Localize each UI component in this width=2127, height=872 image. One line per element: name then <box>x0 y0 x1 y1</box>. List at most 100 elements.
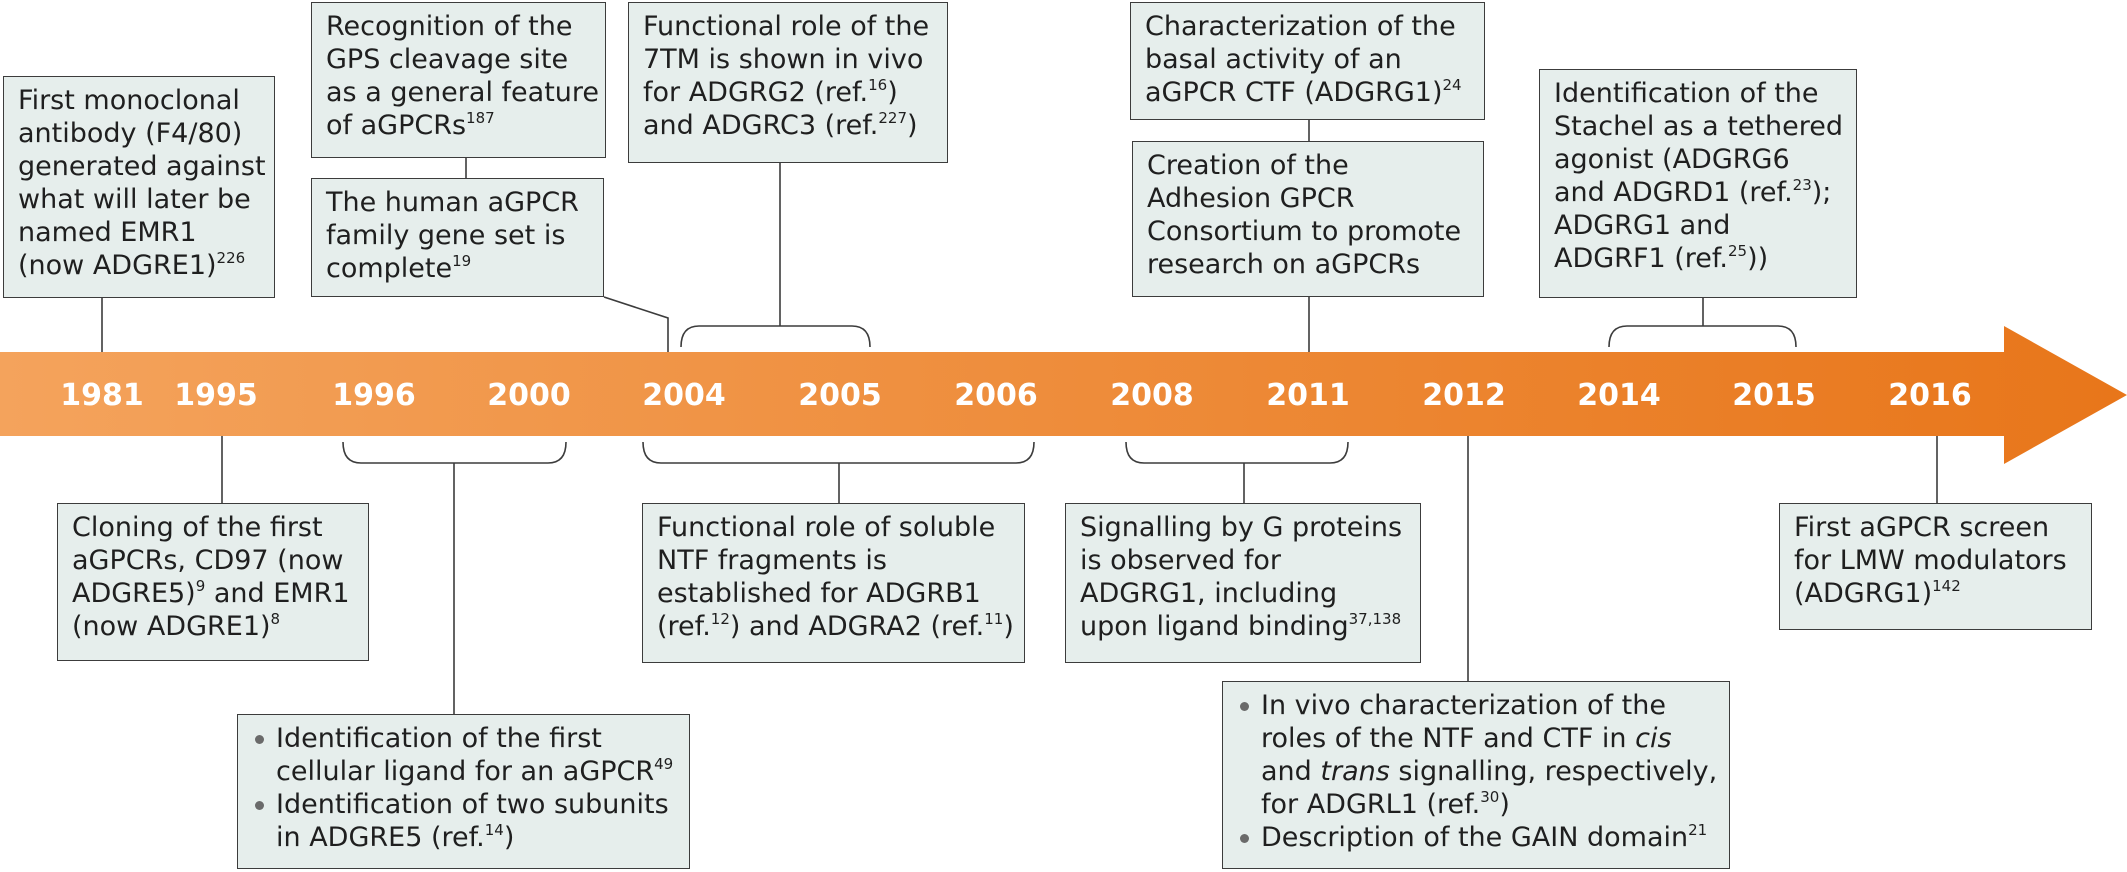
event-line: Functional role of the <box>643 10 935 43</box>
text-run: for ADGRG2 (ref. <box>643 77 869 108</box>
reference-superscript: 25 <box>1728 242 1748 260</box>
event-line: (now ADGRE1)226 <box>18 249 262 282</box>
event-line: 7TM is shown in vivo <box>643 43 935 76</box>
event-line: ADGRG1, including <box>1080 577 1408 610</box>
year-1996: 1996 <box>332 378 416 413</box>
event-line: Cloning of the first <box>72 511 356 544</box>
timeline-arrow <box>0 326 2127 464</box>
text-run: ) <box>887 77 898 108</box>
event-line: named EMR1 <box>18 216 262 249</box>
event-line: (ref.12) and ADGRA2 (ref.11) <box>657 610 1014 643</box>
text-run: (now ADGRE1) <box>18 250 217 281</box>
event-line: Identification of the first <box>276 722 677 755</box>
reference-superscript: 24 <box>1442 76 1462 94</box>
text-run: cis <box>1635 723 1672 754</box>
event-line: what will later be <box>18 183 262 216</box>
reference-superscript: 21 <box>1688 821 1708 839</box>
event-line: basal activity of an <box>1145 43 1472 76</box>
year-2011: 2011 <box>1266 378 1350 413</box>
event-line: established for ADGRB1 <box>657 577 1012 610</box>
event-line: generated against <box>18 150 266 183</box>
text-run: ); <box>1811 177 1832 208</box>
reference-superscript: 19 <box>452 252 472 270</box>
event-line: Identification of the <box>1554 77 1844 110</box>
year-2006: 2006 <box>954 378 1038 413</box>
text-run: upon ligand binding <box>1080 611 1349 642</box>
event-line: Creation of the <box>1147 149 1471 182</box>
text-run: aGPCRs, CD97 (now <box>72 545 344 576</box>
connector-gene-set <box>603 296 669 352</box>
event-line: Identification of two subunits <box>276 788 677 821</box>
event-line: complete19 <box>326 252 591 285</box>
event-line: and ADGRD1 (ref.23); <box>1554 176 1844 209</box>
event-line: aGPCRs, CD97 (now <box>72 544 356 577</box>
text-run: Signalling by G proteins <box>1080 512 1403 543</box>
event-line: ADGRE5)9 and EMR1 <box>72 577 356 610</box>
text-run: ADGRE5) <box>72 578 196 609</box>
event-line: is observed for <box>1080 544 1408 577</box>
event-line: Characterization of the <box>1145 10 1472 43</box>
event-line: roles of the NTF and CTF in cis <box>1261 722 1717 755</box>
event-line: in ADGRE5 (ref.14) <box>276 821 677 854</box>
event-line: In vivo characterization of the <box>1261 689 1717 722</box>
text-run: Identification of two subunits <box>276 789 669 820</box>
event-line: GPS cleavage site <box>326 43 593 76</box>
text-run: Recognition of the <box>326 11 573 42</box>
text-run: for ADGRL1 (ref. <box>1261 789 1481 820</box>
text-run: Functional role of soluble <box>657 512 996 543</box>
event-line: ADGRG1 and <box>1554 209 1844 242</box>
text-run: and EMR1 <box>205 578 350 609</box>
event-line: Functional role of soluble <box>657 511 1012 544</box>
event-line: of aGPCRs187 <box>326 109 593 142</box>
reference-superscript: 226 <box>216 249 246 267</box>
reference-superscript: 16 <box>868 76 888 94</box>
event-line: Consortium to promote <box>1147 215 1471 248</box>
text-run: Consortium to promote <box>1147 216 1462 247</box>
text-run: roles of the NTF and CTF in <box>1261 723 1636 754</box>
text-run: trans <box>1320 756 1390 787</box>
text-run: The human aGPCR <box>326 187 579 218</box>
text-run: GPS cleavage site <box>326 44 569 75</box>
year-1995: 1995 <box>174 378 258 413</box>
text-run: and ADGRD1 (ref. <box>1554 177 1793 208</box>
event-line: antibody (F4/80) <box>18 117 262 150</box>
text-run: First aGPCR screen <box>1794 512 2050 543</box>
text-run: ADGRG1, including <box>1080 578 1338 609</box>
reference-superscript: 14 <box>484 821 504 839</box>
text-run: research on aGPCRs <box>1147 249 1421 280</box>
event-line: The human aGPCR <box>326 186 591 219</box>
reference-superscript: 187 <box>466 109 495 127</box>
event-line: Adhesion GPCR <box>1147 182 1471 215</box>
event-line: and trans signalling, respectively, <box>1261 755 1717 788</box>
text-run: ) <box>503 822 515 853</box>
text-run: NTF fragments is <box>657 545 887 576</box>
reference-superscript: 11 <box>984 610 1004 628</box>
connectors <box>101 120 1938 714</box>
event-line: family gene set is <box>326 219 591 252</box>
event-line: for ADGRG2 (ref.16) <box>643 76 935 109</box>
reference-superscript: 12 <box>710 610 730 628</box>
text-run: Characterization of the <box>1145 11 1456 42</box>
text-run: of aGPCRs <box>326 110 467 141</box>
year-2014: 2014 <box>1577 378 1661 413</box>
text-run: what will later be <box>18 184 251 215</box>
text-run: (ADGRG1) <box>1794 578 1933 609</box>
year-2008: 2008 <box>1110 378 1194 413</box>
